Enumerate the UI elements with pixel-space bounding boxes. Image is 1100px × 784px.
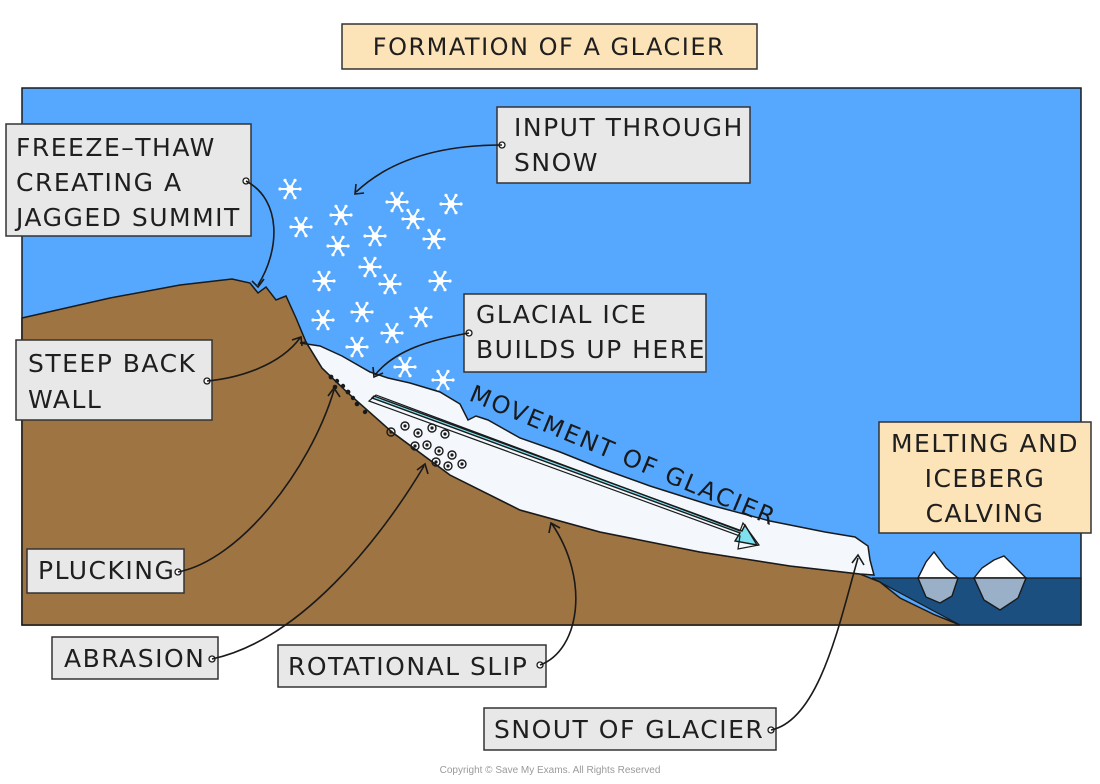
steep-back-wall-line-2: WALL <box>28 385 102 414</box>
label-melting: MELTING AND ICEBERG CALVING <box>878 421 1092 534</box>
iceberg-right <box>972 555 1028 611</box>
plucked-rocks <box>328 374 368 415</box>
input-snow-line-1: INPUT THROUGH <box>514 113 744 142</box>
abrasion-text: ABRASION <box>64 644 205 673</box>
freeze-thaw-line-3: JAGGED SUMMIT <box>14 203 241 232</box>
freeze-thaw-line-1: FREEZE–THAW <box>16 133 216 162</box>
melting-line-2: ICEBERG <box>925 464 1046 493</box>
rotational-slip-text: ROTATIONAL SLIP <box>288 652 528 681</box>
glacial-ice-line-1: GLACIAL ICE <box>476 300 647 329</box>
plucking-text: PLUCKING <box>38 556 175 585</box>
label-freeze-thaw: FREEZE–THAW CREATING A JAGGED SUMMIT <box>5 123 252 237</box>
label-glacial-ice: GLACIAL ICE BUILDS UP HERE <box>463 293 707 373</box>
label-plucking: PLUCKING <box>26 548 185 594</box>
label-steep-back-wall: STEEP BACK WALL <box>15 339 213 421</box>
glacial-ice-line-2: BUILDS UP HERE <box>476 335 706 364</box>
glacier-ice <box>299 341 875 576</box>
melting-line-1: MELTING AND <box>891 429 1079 458</box>
page-title: FORMATION OF A GLACIER <box>373 33 725 61</box>
freeze-thaw-line-2: CREATING A <box>16 168 183 197</box>
annotation-arrows <box>177 144 865 731</box>
input-snow-line-2: SNOW <box>514 148 599 177</box>
snout-text: SNOUT OF GLACIER <box>494 715 764 744</box>
iceberg-left <box>916 550 960 604</box>
copyright-text: Copyright © Save My Exams. All Rights Re… <box>440 765 661 776</box>
title-background <box>341 23 758 70</box>
label-snout: SNOUT OF GLACIER <box>483 707 777 751</box>
melting-line-3: CALVING <box>926 499 1045 528</box>
label-rotational-slip: ROTATIONAL SLIP <box>277 644 547 688</box>
title-box: FORMATION OF A GLACIER <box>341 23 758 70</box>
steep-back-wall-line-1: STEEP BACK <box>28 349 196 378</box>
label-abrasion: ABRASION <box>51 636 219 680</box>
label-input-snow: INPUT THROUGH SNOW <box>496 106 751 184</box>
